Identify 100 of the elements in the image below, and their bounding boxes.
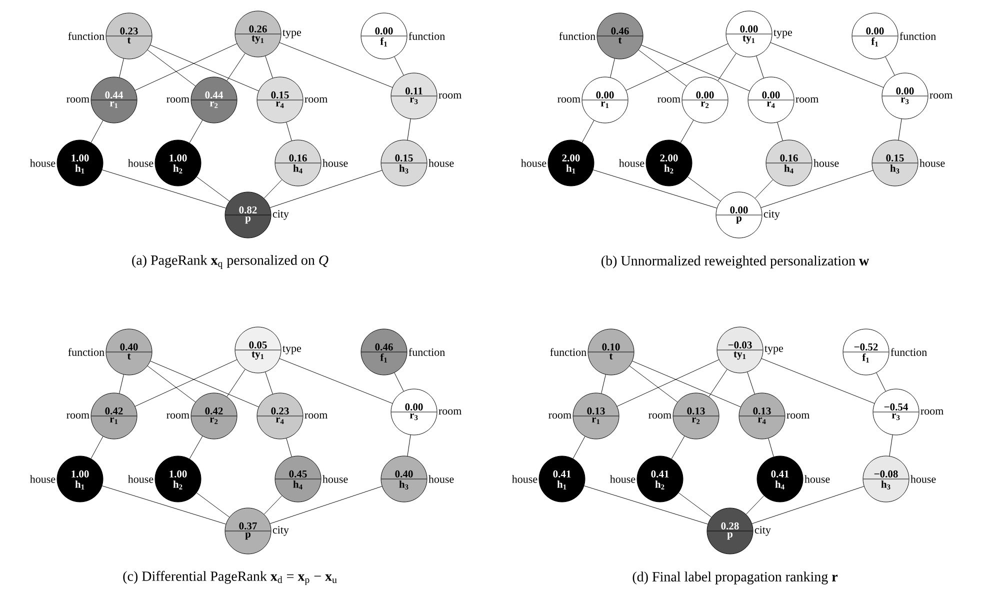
graph-node: 0.45 h$_{4}$: [274, 456, 322, 502]
graph-node: 0.15 h$_{3}$: [380, 140, 428, 186]
edge: [270, 486, 382, 524]
graph-node: −0.08 h$_{3}$: [862, 456, 910, 502]
type-label: room: [166, 97, 190, 103]
type-label: room: [438, 409, 462, 415]
edge: [761, 358, 875, 404]
type-label: house: [428, 159, 454, 167]
graph-node: −0.54 r$_{3}$: [872, 388, 920, 436]
edge: [279, 358, 393, 404]
edge: [134, 43, 238, 91]
graph-node: 1.00 h$_{1}$: [56, 140, 104, 186]
graph-node: 0.40 h$_{3}$: [380, 456, 428, 502]
graph-node: 0.23 r$_{4}$: [256, 392, 304, 440]
edge: [756, 56, 764, 78]
type-label: house: [322, 475, 348, 483]
edge: [584, 486, 708, 524]
graph-node: 0.05 ty$_{1}$: [234, 326, 282, 374]
graph-node: 0.13 r$_{2}$: [672, 392, 720, 440]
graph-node: 0.46 t: [596, 12, 644, 60]
graph-node: 2.00 h$_{1}$: [548, 140, 594, 186]
edge: [196, 176, 230, 202]
edge: [286, 438, 292, 457]
type-label: house: [30, 475, 56, 483]
edge: [746, 496, 764, 514]
type-label: function: [550, 348, 586, 356]
edge: [629, 366, 678, 402]
edge: [572, 436, 586, 459]
edge: [286, 122, 292, 141]
type-label: type: [774, 30, 792, 38]
type-label: room: [786, 413, 810, 419]
type-label: city: [272, 526, 289, 536]
edge: [641, 44, 750, 92]
graph-node: 0.00 f$_{1}$: [852, 12, 898, 60]
graph-node: 0.40 t: [106, 328, 152, 376]
type-label: house: [30, 159, 56, 167]
edge: [264, 180, 282, 198]
graph-node: 0.23 t: [106, 12, 152, 60]
graph-node: 0.37 p: [224, 508, 272, 554]
edge: [638, 50, 687, 86]
graph-node: 0.00 r$_{2}$: [682, 76, 728, 124]
type-label: room: [304, 413, 328, 419]
edge: [265, 372, 273, 394]
graph-node: 0.00 r$_{1}$: [582, 76, 628, 124]
type-label: function: [408, 32, 445, 40]
edge: [189, 436, 203, 460]
graph-node: 0.16 h$_{4}$: [766, 140, 812, 186]
edge: [102, 486, 226, 524]
type-label: room: [66, 413, 90, 419]
type-label: house: [610, 475, 636, 483]
graph-node: 0.41 h$_{1}$: [538, 456, 586, 502]
edge: [119, 58, 124, 78]
graph-node: −0.03 ty$_{1}$: [716, 326, 764, 374]
edge: [616, 359, 720, 407]
graph-node: −0.52 f$_{1}$: [842, 328, 890, 376]
type-label: room: [438, 93, 462, 99]
graph-node: 0.28 p: [706, 508, 754, 554]
graph-node: 0.41 h$_{2}$: [636, 456, 684, 502]
graph-node: 0.15 r$_{4}$: [256, 76, 304, 124]
graph-node: 1.00 h$_{2}$: [154, 140, 202, 186]
type-label: type: [282, 30, 302, 38]
type-label: room: [558, 97, 580, 103]
edge: [407, 434, 411, 456]
edge: [687, 176, 721, 202]
edge: [279, 42, 393, 88]
type-label: function: [559, 32, 596, 40]
type-label: house: [322, 159, 348, 167]
edge: [264, 496, 282, 514]
edge: [898, 118, 902, 140]
edge: [671, 436, 685, 460]
edge: [270, 170, 382, 208]
edge: [150, 360, 259, 408]
graph-node: 0.00 ty$_{1}$: [726, 10, 772, 58]
edge: [189, 120, 203, 144]
type-label: type: [764, 346, 784, 354]
edge: [889, 434, 893, 456]
graph-node: 0.44 r$_{1}$: [90, 76, 138, 124]
edge: [754, 180, 774, 198]
edge: [147, 366, 196, 402]
type-label: house: [128, 475, 154, 483]
type-label: room: [548, 413, 572, 419]
edge: [752, 486, 864, 524]
edge: [134, 359, 238, 407]
type-label: function: [890, 348, 927, 356]
type-label: function: [408, 348, 445, 356]
type-label: house: [512, 475, 538, 483]
edge: [760, 170, 874, 208]
edge: [885, 56, 895, 76]
edge: [592, 170, 718, 208]
graph-node: 0.10 t: [588, 328, 634, 376]
graph-node: 0.42 r$_{1}$: [90, 392, 138, 440]
edge: [632, 360, 741, 408]
edge: [394, 56, 404, 76]
edge: [718, 53, 736, 81]
graph-node: 0.26 ty$_{1}$: [234, 10, 282, 58]
type-label: room: [658, 97, 680, 103]
graph-node: 0.13 r$_{4}$: [738, 392, 786, 440]
type-label: city: [764, 210, 780, 220]
type-label: room: [930, 93, 952, 99]
type-label: city: [272, 210, 289, 220]
